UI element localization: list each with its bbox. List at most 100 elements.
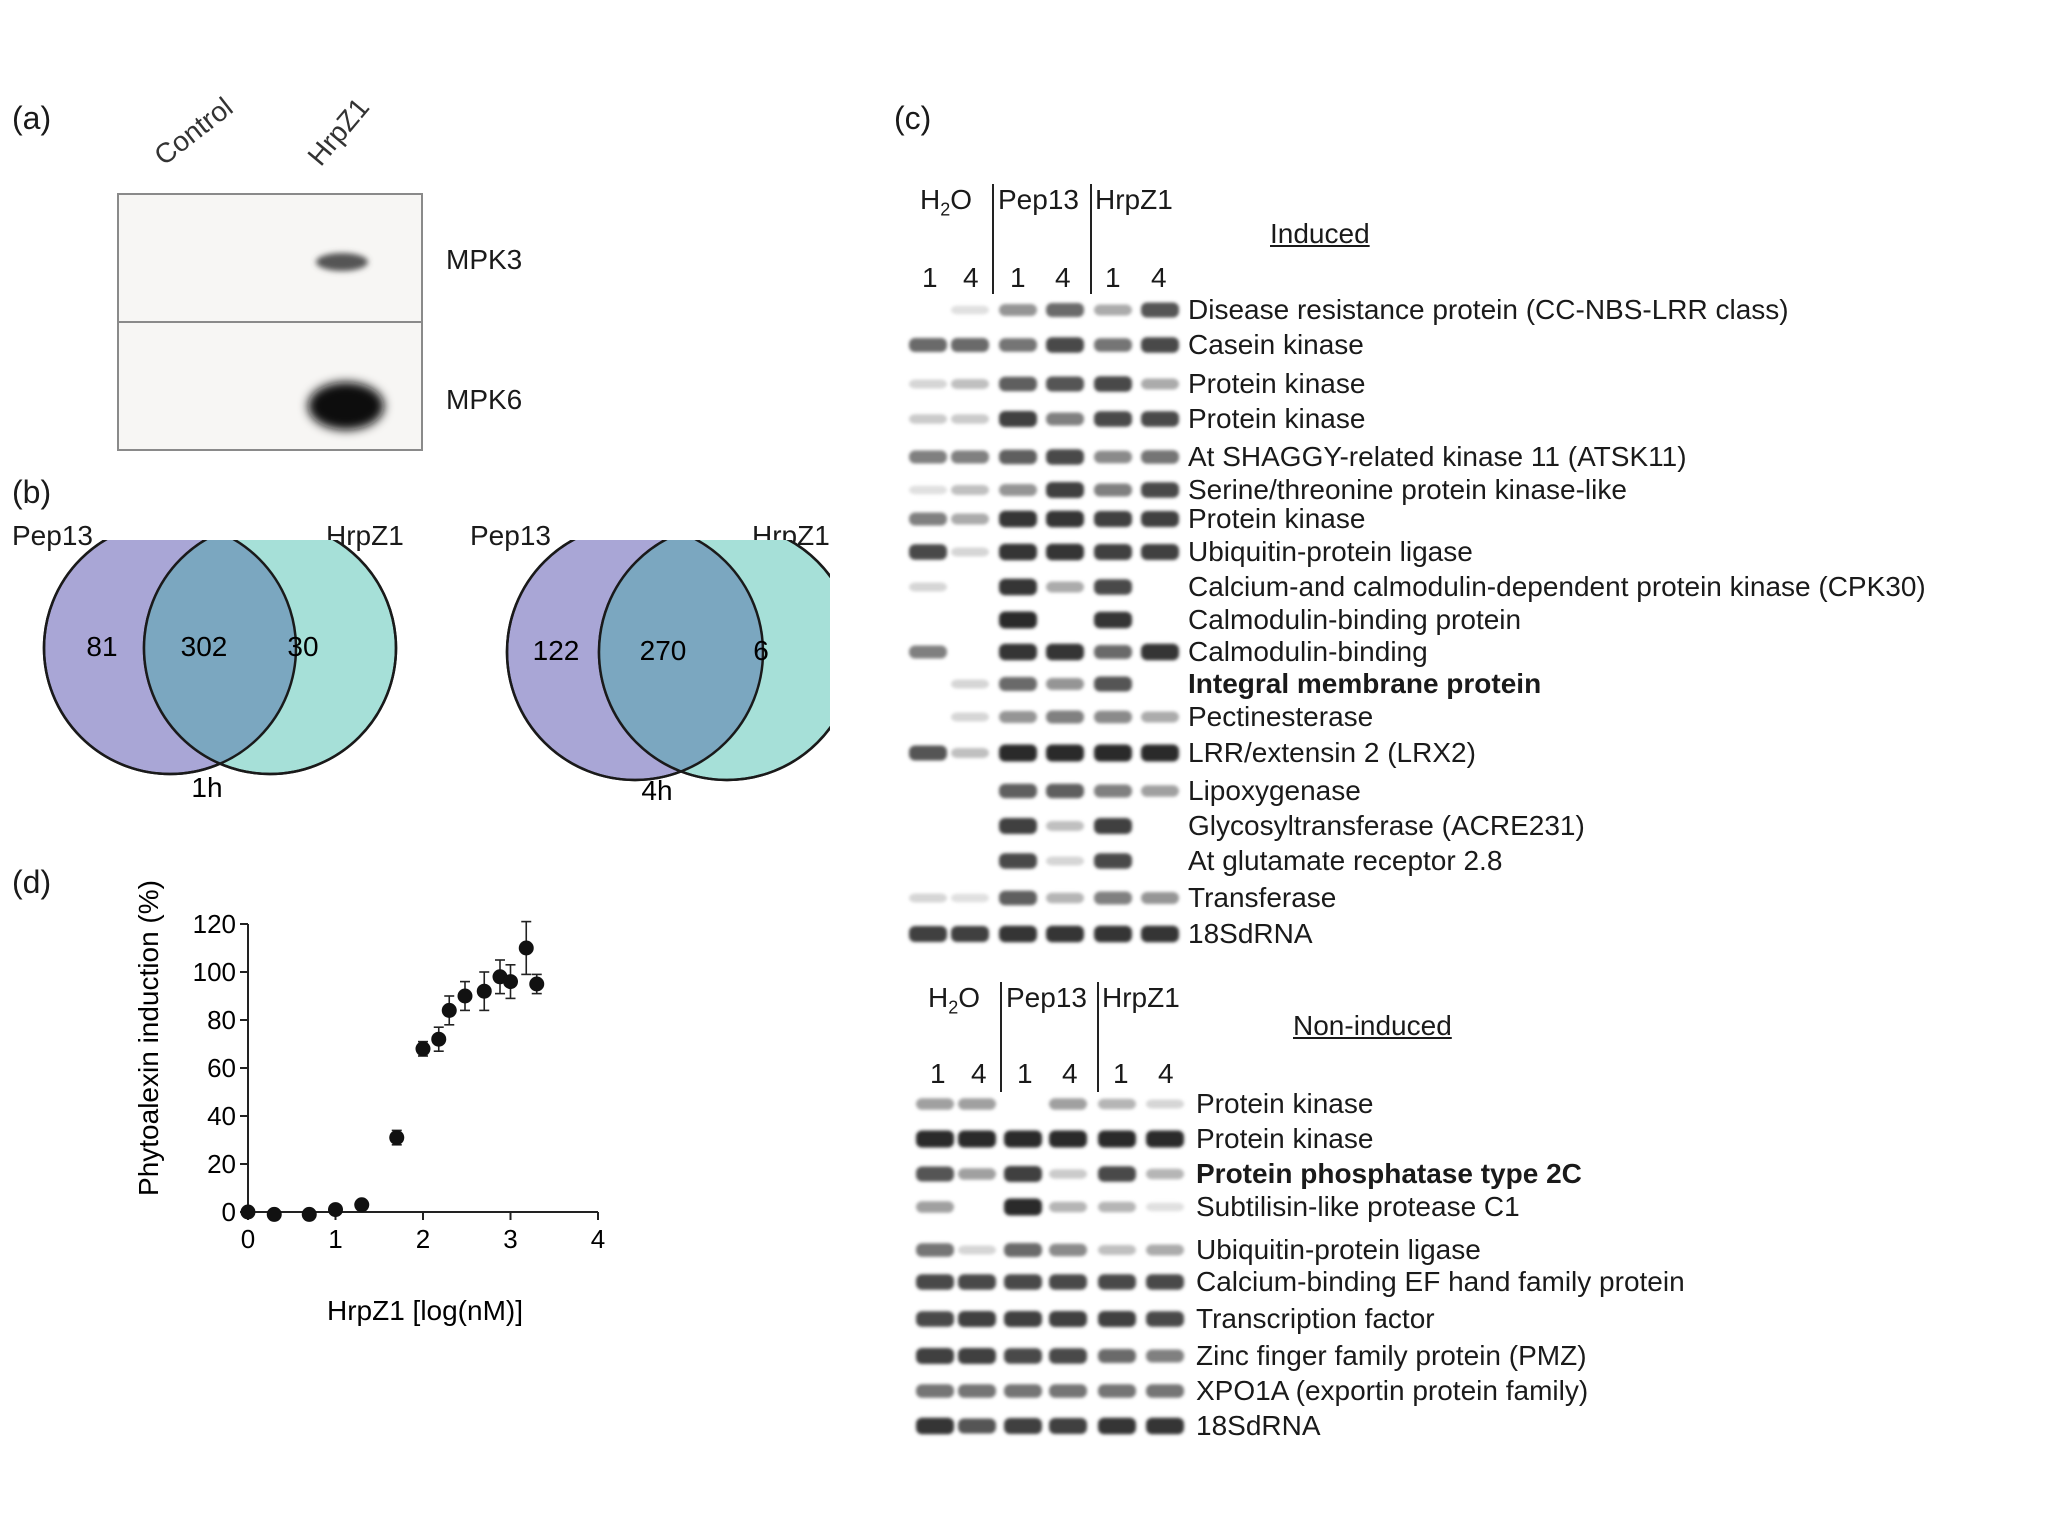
induced-band-r5-l1 [951,485,989,495]
noninduced-band-r1-l4 [1098,1130,1136,1148]
induced-band-r15-l3 [1046,821,1084,831]
induced-hrpz1-label: HrpZ1 [1095,184,1173,215]
induced-band-r8-l3 [1046,581,1084,593]
induced-band-r6-l4 [1094,511,1132,527]
noninduced-band-r3-l3 [1049,1201,1087,1213]
noninduced-band-r7-l5 [1146,1349,1184,1363]
induced-band-r0-l5 [1141,302,1179,318]
induced-divider-2 [1090,184,1092,294]
induced-pep13-label: Pep13 [998,184,1079,215]
noninduced-band-r5-l0 [916,1274,954,1290]
induced-band-r17-l2 [999,890,1037,906]
chart-y-axis-label: Phytoalexin induction (%) [133,880,164,1196]
induced-gene-label-13: LRR/extensin 2 (LRX2) [1188,737,1476,768]
noninduced-band-r8-l0 [916,1384,954,1398]
induced-band-r4-l2 [999,449,1037,465]
mpk3-band [316,253,368,271]
induced-gene-label-2: Protein kinase [1188,368,1366,399]
chart-y-tick-label: 0 [222,1197,236,1227]
chart-point [476,983,492,999]
chart-x-tick-label: 2 [416,1224,430,1254]
induced-band-r17-l3 [1046,892,1084,904]
chart-point [354,1197,370,1213]
noninduced-band-r7-l3 [1049,1348,1087,1364]
noninduced-lane-0: 1 [930,1058,946,1089]
induced-band-r17-l0 [909,893,947,903]
noninduced-gene-label-4: Ubiquitin-protein ligase [1196,1234,1481,1265]
induced-band-r8-l2 [999,578,1037,596]
chart-point [389,1130,405,1146]
induced-band-r7-l0 [909,544,947,560]
noninduced-band-r6-l0 [916,1311,954,1327]
noninduced-band-r9-l5 [1146,1417,1184,1435]
induced-band-r2-l5 [1141,378,1179,390]
induced-band-r7-l3 [1046,543,1084,561]
chart-point [301,1206,317,1222]
induced-band-r3-l5 [1141,411,1179,427]
noninduced-gene-label-0: Protein kinase [1196,1088,1374,1119]
induced-gene-label-0: Disease resistance protein (CC-NBS-LRR c… [1188,294,1789,325]
venn2-right-count: 6 [753,635,769,666]
venn-1h: 81 302 30 1h [42,540,398,803]
induced-lane-4: 1 [1105,262,1121,293]
venn2-left-count: 122 [533,635,580,666]
induced-band-r6-l1 [951,513,989,525]
induced-band-r2-l4 [1094,376,1132,392]
panel-b-label: (b) [12,474,52,510]
induced-band-r0-l3 [1046,303,1084,317]
noninduced-gene-label-2: Protein phosphatase type 2C [1196,1158,1582,1189]
noninduced-band-r6-l2 [1004,1311,1042,1327]
chart-x-tick-label: 4 [591,1224,605,1254]
noninduced-band-r7-l1 [958,1348,996,1364]
induced-h2o-label: H2O [920,184,973,220]
noninduced-band-r2-l1 [958,1168,996,1180]
induced-band-r14-l2 [999,783,1037,799]
induced-band-r13-l1 [951,748,989,758]
induced-band-r2-l1 [951,379,989,389]
chart-x-tick-label: 3 [503,1224,517,1254]
induced-gene-label-14: Lipoxygenase [1188,775,1361,806]
chart-point [415,1041,431,1057]
northern-blot-noninduced [916,1098,1184,1435]
induced-band-r6-l3 [1046,510,1084,528]
noninduced-lane-4: 1 [1113,1058,1129,1089]
induced-band-r7-l5 [1141,544,1179,560]
induced-band-r11-l3 [1046,678,1084,690]
chart-point [457,988,473,1004]
noninduced-band-r1-l0 [916,1130,954,1148]
induced-gene-label-15: Glycosyltransferase (ACRE231) [1188,810,1585,841]
venn-diagrams: 81 302 30 1h 122 270 6 4h [42,540,830,806]
induced-band-r1-l3 [1046,337,1084,353]
induced-band-r6-l2 [999,510,1037,528]
induced-band-r0-l4 [1094,304,1132,316]
induced-band-r8-l0 [909,582,947,592]
induced-band-r7-l4 [1094,544,1132,560]
induced-band-r18-l3 [1046,925,1084,943]
induced-band-r17-l1 [951,893,989,903]
induced-band-r13-l2 [999,744,1037,762]
induced-band-r3-l4 [1094,411,1132,427]
noninduced-band-r9-l4 [1098,1417,1136,1435]
chart-x-tick-label: 1 [328,1224,342,1254]
noninduced-band-r7-l0 [916,1348,954,1364]
induced-band-r1-l1 [951,338,989,352]
induced-band-r11-l2 [999,677,1037,691]
induced-band-r3-l1 [951,414,989,424]
noninduced-lane-1: 4 [971,1058,987,1089]
noninduced-band-r4-l2 [1004,1243,1042,1257]
noninduced-band-r4-l1 [958,1245,996,1255]
induced-band-r5-l4 [1094,483,1132,497]
induced-band-r0-l1 [951,305,989,315]
induced-band-r5-l5 [1141,482,1179,498]
noninduced-band-r7-l2 [1004,1348,1042,1364]
induced-gene-label-7: Ubiquitin-protein ligase [1188,536,1473,567]
noninduced-band-r8-l2 [1004,1384,1042,1398]
noninduced-band-r4-l0 [916,1243,954,1257]
noninduced-divider-1 [1000,982,1002,1092]
chart-y-tick-label: 100 [193,957,236,987]
induced-band-r16-l3 [1046,856,1084,866]
noninduced-band-r9-l1 [958,1418,996,1434]
chart-point [431,1031,447,1047]
western-blot [117,193,423,451]
